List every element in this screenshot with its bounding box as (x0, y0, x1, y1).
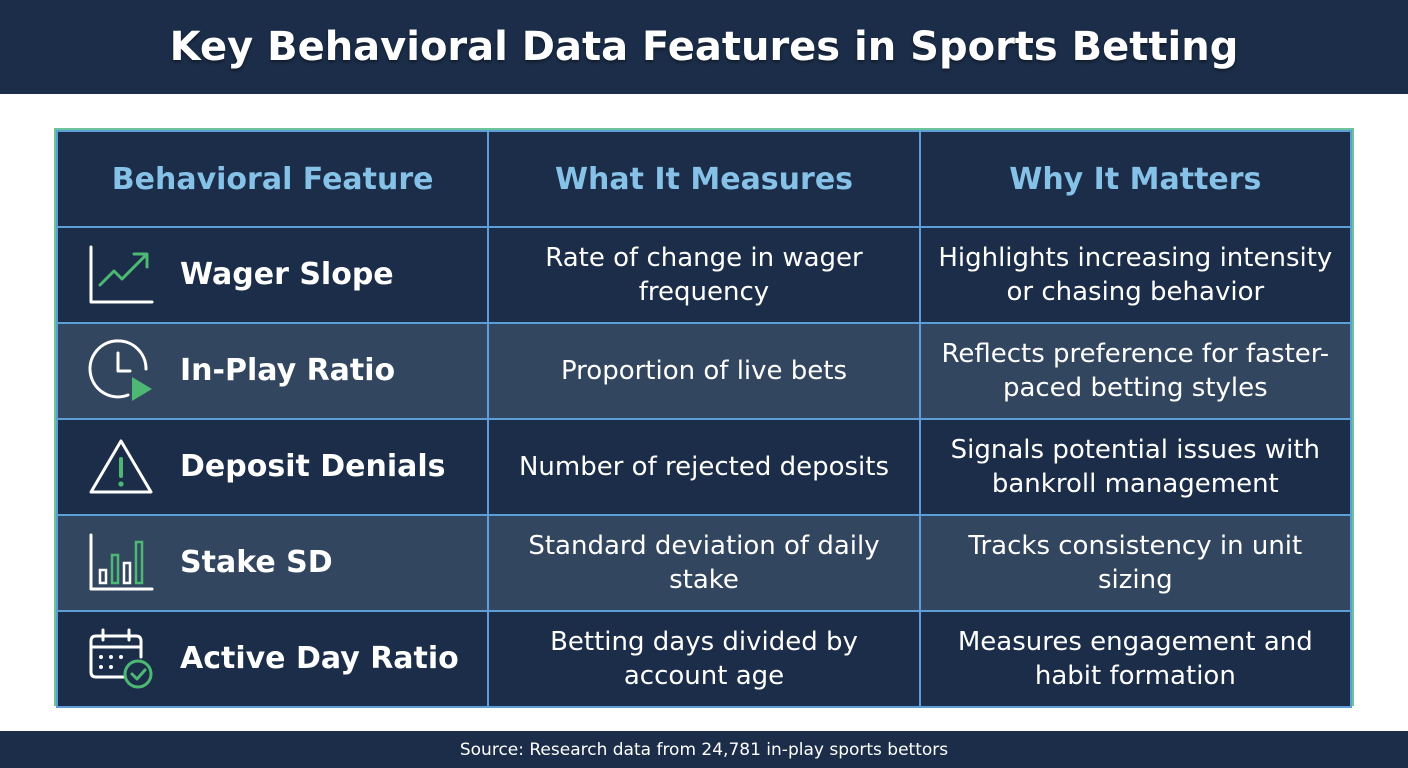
footer-bar: Source: Research data from 24,781 in-pla… (0, 731, 1408, 768)
matters-cell: Signals potential issues with bankroll m… (918, 418, 1353, 516)
measures-cell: Proportion of live bets (487, 322, 921, 420)
matters-cell: Reflects preference for faster-paced bet… (918, 322, 1353, 420)
feature-cell: Active Day Ratio (55, 610, 490, 708)
feature-name: Deposit Denials (180, 449, 446, 484)
feature-name: Wager Slope (180, 257, 394, 292)
clock-play-icon (88, 339, 152, 401)
matters-cell: Measures engagement and habit formation (918, 610, 1353, 708)
feature-cell: Stake SD (55, 514, 490, 612)
feature-name: Stake SD (180, 545, 333, 580)
table-row: Deposit Denials Number of rejected depos… (55, 418, 1353, 516)
feature-cell: Deposit Denials (55, 418, 490, 516)
header-why-it-matters: Why It Matters (918, 130, 1353, 228)
features-table: Behavioral Feature What It Measures Why … (54, 128, 1354, 708)
source-note: Source: Research data from 24,781 in-pla… (459, 739, 949, 760)
feature-cell: In-Play Ratio (55, 322, 490, 420)
measures-cell: Rate of change in wager frequency (487, 226, 921, 324)
bar-chart-icon (89, 533, 154, 591)
measures-cell: Betting days divided by account age (487, 610, 921, 708)
warning-triangle-icon (89, 439, 153, 494)
feature-name: In-Play Ratio (180, 353, 396, 388)
table-row: Wager Slope Rate of change in wager freq… (55, 226, 1353, 324)
matters-cell: Tracks consistency in unit sizing (918, 514, 1353, 612)
page-title: Key Behavioral Data Features in Sports B… (169, 24, 1239, 70)
feature-cell: Wager Slope (55, 226, 490, 324)
table-row: Stake SD Standard deviation of daily sta… (55, 514, 1353, 612)
measures-cell: Number of rejected deposits (487, 418, 921, 516)
matters-cell: Highlights increasing intensity or chasi… (918, 226, 1353, 324)
table-row: In-Play Ratio Proportion of live bets Re… (55, 322, 1353, 420)
calendar-check-icon (89, 628, 153, 689)
table-header-row: Behavioral Feature What It Measures Why … (55, 130, 1353, 228)
table-row: Active Day Ratio Betting days divided by… (55, 610, 1353, 708)
title-bar: Key Behavioral Data Features in Sports B… (0, 0, 1408, 94)
feature-name: Active Day Ratio (180, 641, 459, 676)
header-what-it-measures: What It Measures (487, 130, 921, 228)
header-behavioral-feature: Behavioral Feature (55, 130, 490, 228)
trending-up-chart-icon (89, 245, 154, 304)
measures-cell: Standard deviation of daily stake (487, 514, 921, 612)
